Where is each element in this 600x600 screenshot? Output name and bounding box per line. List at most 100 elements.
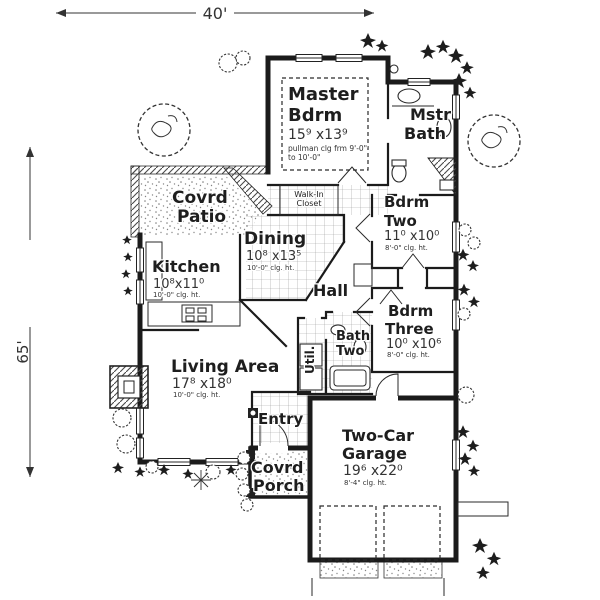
- driveway-edges: [311, 578, 445, 596]
- fixtures: [109, 64, 509, 596]
- room-label-mstr-bath: Mstr Bath: [403, 104, 453, 145]
- garage-apron-right: [383, 561, 443, 579]
- room-name: Covrd: [251, 458, 304, 477]
- sink-icon: [397, 88, 421, 104]
- closet-door-swing: [379, 289, 403, 305]
- room-label-bath-two: Bath Two: [335, 328, 372, 361]
- porch-post: [246, 450, 255, 459]
- room-ceiling-note: 10'-0" clg. ht.: [173, 391, 220, 399]
- tub-icon: [329, 365, 371, 391]
- garage-bay-outline: [383, 505, 441, 561]
- window: [136, 279, 144, 305]
- room-name: Dining: [244, 229, 306, 249]
- patio-floor: [139, 176, 262, 235]
- garage-door-swing: [375, 373, 399, 397]
- light-fixture-icon: [389, 64, 399, 74]
- room-name: Walk-In: [294, 190, 323, 199]
- room-label-kitchen: Kitchen 10⁸x11⁰ 10'-0" clg. ht.: [151, 256, 222, 301]
- room-ceiling-note: 10'-0" clg. ht.: [153, 291, 200, 299]
- window: [335, 54, 363, 62]
- dryer-icon: [299, 367, 323, 391]
- room-ceiling-note: to 10'-0": [288, 153, 320, 162]
- room-ceiling-note: 10'-0" clg. ht.: [247, 264, 294, 272]
- porch-floor: [252, 450, 308, 495]
- fireplace-icon: [109, 365, 149, 409]
- room-name: Master: [288, 84, 359, 105]
- linen-box: [439, 179, 455, 191]
- room-ceiling-note: 8'-0" clg. ht.: [387, 351, 430, 359]
- tree-icon: [137, 103, 191, 157]
- washer-icon: [299, 343, 323, 367]
- room-label-master-bdrm: Master Bdrm 15⁹ x13⁹ pullman clg frm 9'-…: [287, 83, 369, 164]
- window: [452, 94, 460, 120]
- room-name: Bdrm: [388, 302, 433, 320]
- sink-icon: [436, 116, 452, 138]
- room-label-walk-in-closet: Walk-In Closet: [293, 189, 325, 210]
- room-label-util: Util.: [302, 344, 319, 375]
- patio-edging: [130, 165, 273, 238]
- room-dims: 11⁰ x10⁰: [384, 229, 439, 244]
- double-door-swing: [337, 166, 367, 184]
- garage-bay-outline: [319, 505, 377, 561]
- room-name: Living Area: [171, 357, 279, 377]
- room-dims: 10⁸ x13⁵: [246, 249, 301, 264]
- door-swing: [355, 297, 371, 327]
- closet-hall-floor: [268, 185, 388, 215]
- room-label-dining: Dining 10⁸ x13⁵ 10'-0" clg. ht.: [243, 228, 308, 274]
- room-label-living-area: Living Area 17⁸ x18⁰ 10'-0" clg. ht.: [170, 356, 281, 401]
- room-name: Kitchen: [152, 257, 221, 276]
- garage-apron-left: [319, 561, 379, 579]
- room-dims: 10⁰ x10⁶: [386, 337, 441, 352]
- room-label-garage: Two-Car Garage 19⁶ x22⁰ 8'-4" clg. ht.: [341, 425, 416, 489]
- room-label-hall: Hall: [312, 280, 350, 302]
- room-label-covrd-patio: Covrd Patio: [171, 187, 229, 229]
- room-label-covrd-porch: Covrd Porch: [250, 457, 306, 497]
- window: [295, 54, 323, 62]
- door-swing: [355, 213, 371, 243]
- room-ceiling-note: 8'-4" clg. ht.: [344, 479, 387, 487]
- windows: [136, 54, 460, 471]
- room-dims: 15⁹ x13⁹: [288, 127, 348, 143]
- room-name: Three: [385, 320, 434, 338]
- room-name: Covrd: [172, 188, 228, 208]
- room-name: Bdrm: [288, 105, 342, 126]
- room-name: Two-Car: [342, 426, 414, 445]
- window: [136, 247, 144, 273]
- room-name: Two: [336, 344, 364, 359]
- porch-post: [246, 488, 255, 497]
- room-label-bdrm-three: Bdrm Three 10⁰ x10⁶ 8'-0" clg. ht.: [384, 301, 443, 361]
- plant-burst-icon: [190, 469, 212, 491]
- window: [157, 458, 191, 466]
- room-name: Bdrm: [384, 193, 429, 211]
- room-name: Closet: [297, 199, 322, 208]
- room-name: Hall: [313, 281, 348, 300]
- window: [136, 407, 144, 435]
- window: [407, 78, 431, 86]
- room-name: Patio: [177, 207, 226, 227]
- pullman-ceiling-outline: [281, 77, 369, 171]
- room-name: Two: [384, 212, 417, 230]
- window: [452, 221, 460, 253]
- kitchen-counter: [147, 301, 241, 327]
- door-openings: [258, 393, 398, 453]
- room-name: Bath: [404, 124, 446, 143]
- walk-in-closet-box: [279, 184, 339, 216]
- window: [452, 439, 460, 471]
- room-name: Entry: [258, 410, 303, 428]
- room-name: Porch: [253, 476, 304, 495]
- bush-icons: [112, 50, 481, 512]
- room-label-entry: Entry: [257, 409, 305, 430]
- closet-door-swing: [401, 253, 425, 269]
- landscaping: [112, 33, 521, 579]
- entry-floor: [252, 392, 310, 448]
- room-name: Bath: [336, 329, 370, 344]
- room-dims: 17⁸ x18⁰: [172, 376, 232, 392]
- room-dims: 19⁶ x22⁰: [343, 463, 403, 479]
- window: [205, 458, 239, 466]
- hall-closet: [353, 263, 373, 287]
- kitchen-cabinet: [145, 241, 163, 301]
- room-name: Mstr: [410, 105, 451, 124]
- room-ceiling-note: 8'-0" clg. ht.: [385, 244, 428, 252]
- dim-left-label: 65': [14, 340, 32, 363]
